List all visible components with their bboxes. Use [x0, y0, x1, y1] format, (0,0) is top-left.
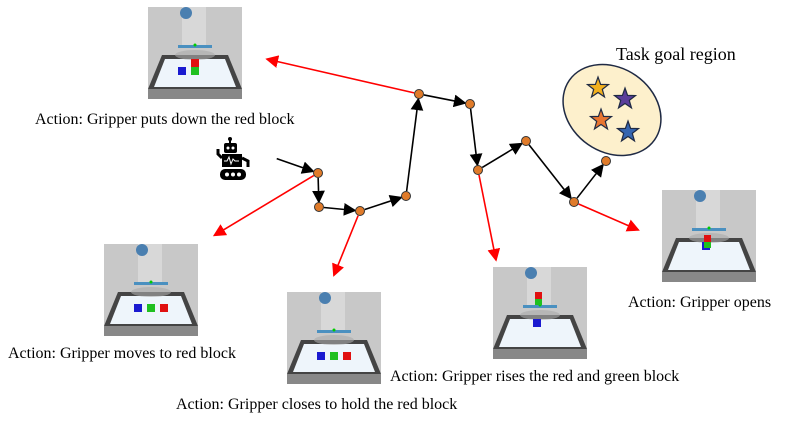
state-node: [465, 99, 475, 109]
state-node: [521, 136, 531, 146]
path-arrow: [364, 194, 403, 211]
action-label: Action: Gripper opens: [628, 294, 772, 311]
action-arrow: [578, 203, 640, 232]
state-node: [473, 165, 483, 175]
path-arrow: [323, 203, 357, 216]
state-node: [601, 156, 611, 166]
state-node: [401, 191, 411, 201]
state-node: [414, 89, 424, 99]
start-arrow: [276, 157, 315, 174]
action-arrow: [265, 55, 415, 94]
action-label: Action: Gripper puts down the red block: [35, 111, 295, 128]
robot-icon: [216, 137, 250, 180]
action-label: Action: Gripper moves to red block: [8, 345, 236, 362]
path-arrow: [423, 94, 467, 108]
state-node: [314, 202, 324, 212]
path-arrow: [481, 142, 524, 169]
path-arrow: [405, 97, 424, 192]
path-arrow: [312, 177, 325, 204]
action-label: Action: Gripper rises the red and green …: [390, 368, 680, 385]
action-arrow: [478, 174, 501, 262]
state-node: [313, 168, 323, 178]
action-arrow: [212, 174, 315, 237]
scene-image: [104, 244, 198, 336]
path-arrow: [528, 144, 572, 200]
goal-star-icon: [612, 86, 638, 110]
task-goal-region: [562, 63, 662, 157]
scene-image: [493, 267, 587, 359]
state-node: [355, 206, 365, 216]
state-node: [569, 197, 579, 207]
path-arrow: [469, 108, 483, 167]
scene-image: [662, 190, 756, 282]
scene-image: [148, 7, 242, 99]
action-label: Action: Gripper closes to hold the red b…: [176, 396, 458, 413]
task-goal-label: Task goal region: [616, 44, 736, 64]
goal-star-icon: [588, 107, 614, 131]
goal-star-icon: [585, 75, 611, 99]
scene-image: [287, 292, 381, 384]
goal-star-icon: [615, 119, 641, 143]
path-arrow: [576, 163, 604, 199]
action-arrow: [332, 215, 359, 277]
